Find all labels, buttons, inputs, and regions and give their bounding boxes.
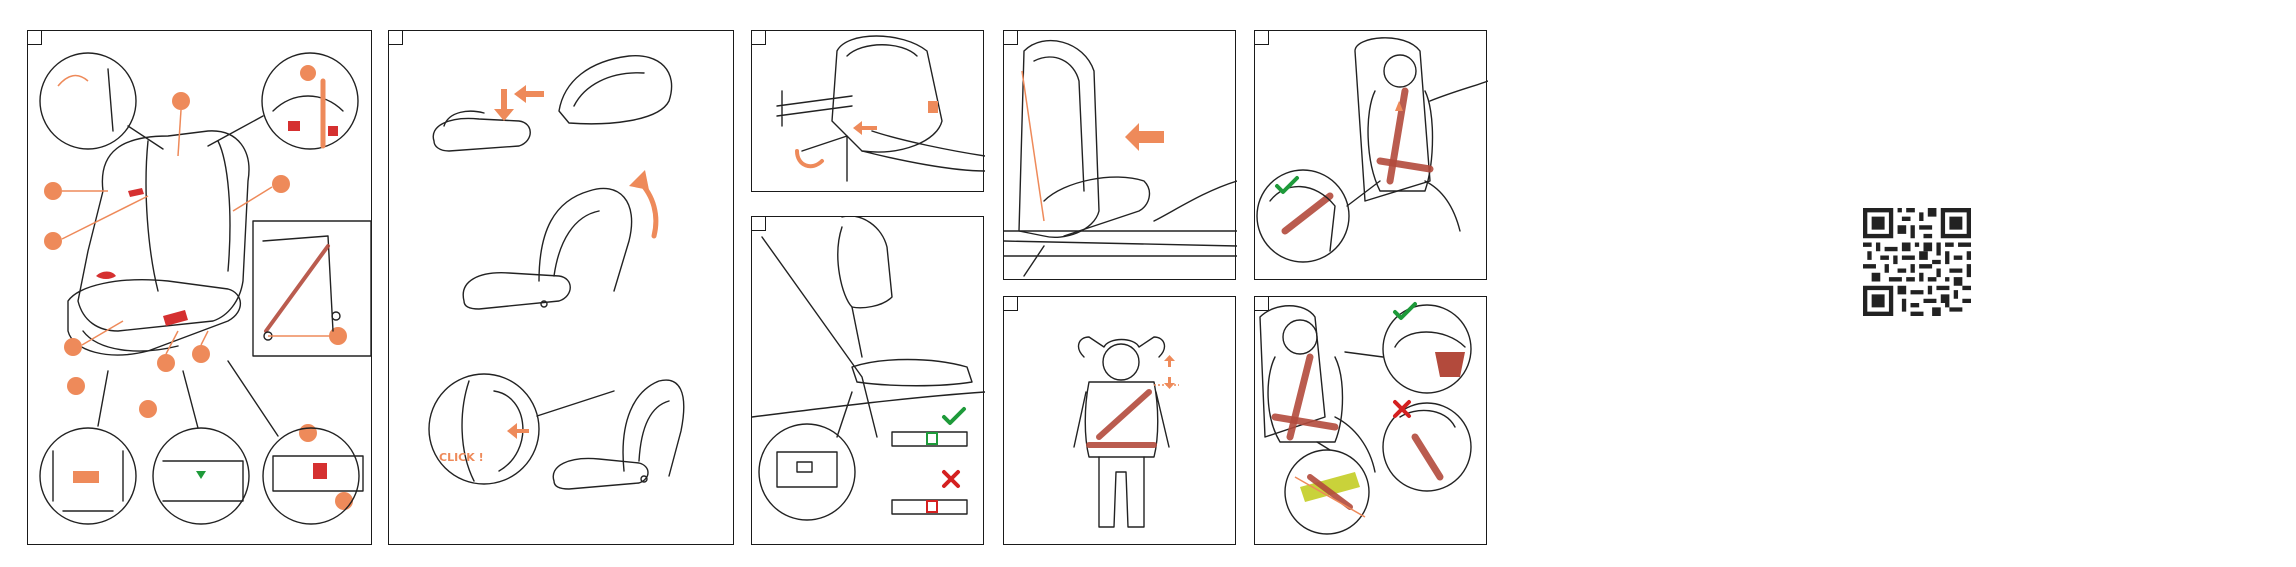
qr-code-icon [1863, 208, 1971, 316]
panel-belt-routing [1254, 30, 1487, 280]
callout-dots [44, 92, 353, 510]
panel-overview [27, 30, 372, 545]
panel-belt-check [1254, 296, 1487, 545]
isofix-attach-illustration [752, 217, 985, 546]
panel-seat-assembly: CLICK ! [388, 30, 734, 545]
panel-isofix-attach [751, 216, 984, 545]
indicator-wrong [892, 472, 967, 514]
push-seat-back-illustration [1004, 31, 1237, 281]
qr-code [1863, 208, 1971, 316]
headrest-height-illustration [1004, 297, 1237, 546]
seat-assembly-illustration: CLICK ! [389, 31, 735, 546]
isofix-extend-illustration [752, 31, 985, 193]
car-seat-overview-illustration [28, 31, 373, 546]
panel-isofix-extend [751, 30, 984, 192]
panel-headrest-height [1003, 296, 1236, 545]
belt-check-illustration [1255, 297, 1488, 546]
belt-routing-illustration [1255, 31, 1488, 281]
indicator-ok [892, 409, 967, 446]
panel-push-seat-back [1003, 30, 1236, 280]
click-label: CLICK ! [439, 451, 484, 464]
